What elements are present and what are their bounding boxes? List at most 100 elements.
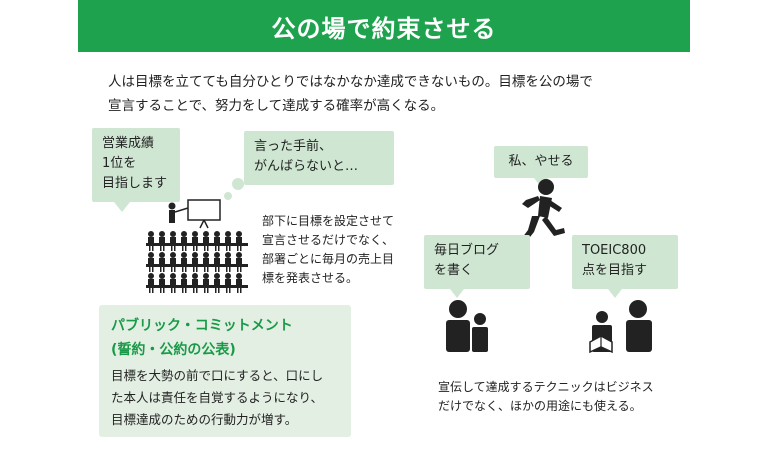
meeting-caption: 部下に目標を設定させて 宣言させるだけでなく、 部署ごとに毎月の売上目 標を発表… [262,212,412,288]
speech-bubble-sales: 営業成績 1位を 目指します [92,128,180,212]
audience-person-body [181,279,187,285]
audience-person-leg [226,246,228,251]
bubble-line: 営業成績 [102,136,155,151]
audience-person-body [225,258,231,264]
caption-line: 宣伝して達成するテクニックはビジネス [438,380,654,394]
audience-person-body [236,258,242,264]
audience-person-leg [182,288,184,293]
audience-person-icon [225,273,231,279]
blogger-person-icon [446,300,488,352]
audience-person-icon [170,273,176,279]
running-person-icon [522,179,565,242]
audience-person-leg [171,288,173,293]
audience-person-body [214,258,220,264]
speech-bubble-diet: 私、やせる [494,146,588,187]
audience-person-icon [148,252,154,258]
infobox-line: 目標達成のための行動力が増す。 [111,412,298,427]
audience-person-leg [204,288,206,293]
audience-person-leg [207,246,209,251]
caption-line: 標を発表させる。 [262,271,359,285]
bubble-line: 目指します [102,176,168,191]
audience-person-body [170,279,176,285]
audience-person-leg [171,267,173,272]
speech-bubble-toeic: TOEIC800 点を目指す [572,235,678,298]
audience-person-leg [174,267,176,272]
audience-person-leg [193,246,195,251]
audience-person-leg [237,288,239,293]
public-commitment-box: パブリック・コミットメント (誓約・公約の公表) 目標を大勢の前で口にすると、口… [99,305,351,437]
audience-person-leg [171,246,173,251]
audience-person-icon [225,231,231,237]
audience-person-leg [174,246,176,251]
audience-person-body [192,258,198,264]
audience-person-leg [240,288,242,293]
intro-line: 宣言することで、努力をして達成する確率が高くなる。 [108,98,445,114]
audience-person-leg [196,267,198,272]
audience-person-icon [225,252,231,258]
audience-person-leg [185,246,187,251]
page-title: 公の場で約束させる [271,14,497,43]
bubble-line: 点を目指す [582,263,648,278]
desk-row [146,243,248,246]
audience-person-icon [214,252,220,258]
audience-person-body [170,237,176,243]
audience-person-leg [226,267,228,272]
audience-person-leg [152,246,154,251]
audience-person-leg [215,246,217,251]
audience-person-body [181,237,187,243]
bubble-tail [114,202,130,212]
audience-person-leg [160,288,162,293]
audience-person-icon [236,273,242,279]
audience-person-body [225,237,231,243]
studying-person-icon [589,300,652,354]
header-banner: 公の場で約束させる [78,0,690,52]
audience-person-icon [181,252,187,258]
audience-person-icon [181,231,187,237]
audience-person-leg [218,246,220,251]
audience-person-body [148,279,154,285]
audience-person-leg [207,267,209,272]
audience-person-leg [215,267,217,272]
audience-person-icon [170,231,176,237]
audience-person-leg [226,288,228,293]
infobox-line: 目標を大勢の前で口にすると、口にし [111,368,324,383]
audience-person-leg [240,267,242,272]
audience-person-leg [204,246,206,251]
desk-row [146,264,248,267]
speech-bubble-blog: 毎日ブログ を書く [424,235,530,298]
audience-person-icon [192,231,198,237]
audience-person-leg [174,288,176,293]
caption-line: 宣言させるだけでなく、 [262,233,395,247]
caption-line: 部署ごとに毎月の売上目 [262,252,395,266]
meeting-illustration [146,199,248,293]
audience-person-leg [229,246,231,251]
thought-dot [232,178,244,190]
audience-person-leg [237,246,239,251]
audience-person-leg [163,267,165,272]
audience-person-leg [193,288,195,293]
caption-line: だけでなく、ほかの用途にも使える。 [438,399,642,413]
intro-text: 人は目標を立てても自分ひとりではなかなか達成できないもの。目標を公の場で 宣言す… [108,70,688,118]
audience-person-icon [214,231,220,237]
bubble-line: 毎日ブログ [434,243,500,258]
bubble-line: 私、やせる [508,154,574,169]
audience-person-icon [192,273,198,279]
audience-person-leg [218,288,220,293]
audience-person-leg [152,267,154,272]
audience-person-body [148,237,154,243]
audience-person-icon [214,273,220,279]
audience-person-icon [181,273,187,279]
audience-person-icon [203,273,209,279]
audience-person-body [203,237,209,243]
audience-person-leg [185,288,187,293]
audience-person-icon [159,273,165,279]
audience-person-icon [170,252,176,258]
infobox-title: パブリック・コミットメント [111,318,293,334]
audience-person-body [192,237,198,243]
audience-person-icon [203,231,209,237]
audience-person-body [181,258,187,264]
audience-person-body [170,258,176,264]
audience-person-icon [203,252,209,258]
infobox-subtitle: (誓約・公約の公表) [111,342,236,358]
audience-person-body [159,279,165,285]
